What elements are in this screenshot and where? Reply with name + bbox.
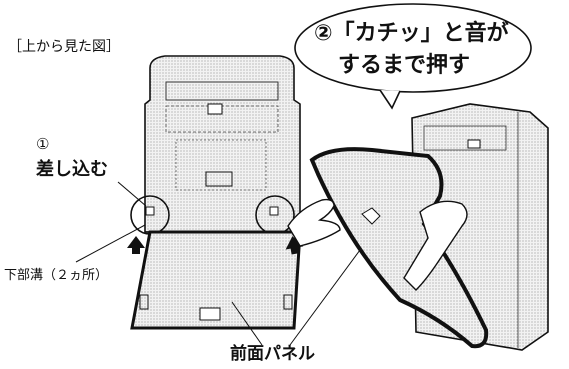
- panel-icon: [309, 147, 489, 349]
- speech-bubble: [294, 3, 532, 93]
- hand-icon: [287, 198, 341, 247]
- step1-text: 差し込む: [36, 159, 108, 180]
- panel-label: 前面パネル: [230, 344, 315, 364]
- hand-icon: [403, 200, 468, 291]
- step2-line2: するまで押す: [338, 53, 471, 78]
- step2-line1: ②「カチッ」と音が: [314, 21, 509, 46]
- unit-top-view: [144, 55, 301, 233]
- view-label: ［上から見た図］: [8, 39, 120, 55]
- step1-leader: [117, 181, 147, 207]
- groove-label: 下部溝（２ヵ所）: [4, 268, 109, 283]
- panel-leader-1: [231, 301, 263, 346]
- arrow-up-icon: [285, 236, 304, 255]
- step1-number: ①: [36, 135, 50, 153]
- arrow-up-icon: [127, 236, 145, 254]
- speech-bubble-tail: [379, 89, 401, 110]
- panel-leader-2: [289, 249, 361, 346]
- groove-leader: [75, 224, 146, 263]
- front-panel-flat: [130, 230, 302, 330]
